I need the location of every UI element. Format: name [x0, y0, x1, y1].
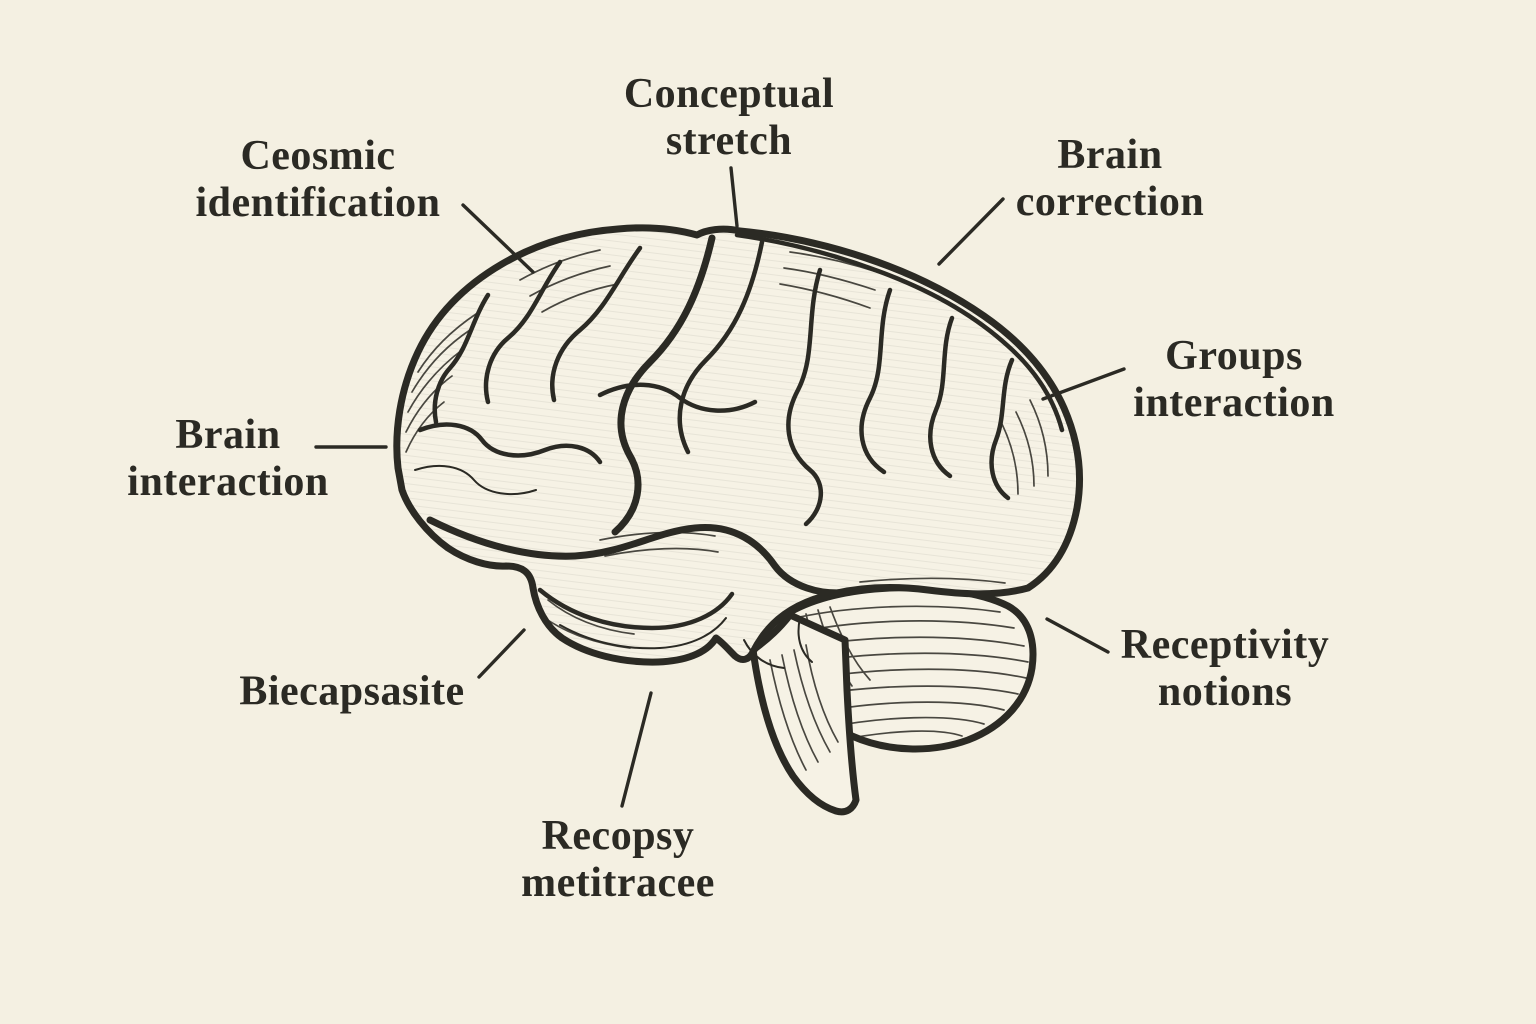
label-brain-correction: Brain correction: [1015, 132, 1205, 225]
leader-line-brain-correction: [937, 197, 1005, 266]
cerebrum: [393, 224, 1083, 669]
label-conceptual-stretch: Conceptual stretch: [623, 71, 835, 164]
leader-line-groups-interaction: [1041, 367, 1126, 401]
label-recopsy-metitracee: Recopsy metitracee: [521, 813, 715, 906]
leader-line-biecapsasite: [477, 628, 526, 679]
brain-stem: [749, 611, 860, 816]
label-groups-interaction: Groups interaction: [1133, 333, 1335, 426]
leader-line-receptivity-notions: [1045, 617, 1110, 654]
label-brain-interaction: Brain interaction: [127, 412, 329, 505]
leader-lines: [314, 166, 1126, 808]
label-ceosmic-identification: Ceosmic identification: [195, 133, 441, 226]
leader-line-recopsy-metitracee: [620, 691, 653, 808]
hatching: [405, 249, 1049, 649]
leader-line-conceptual-stretch: [729, 166, 739, 228]
leader-line-ceosmic-identification: [461, 203, 535, 274]
label-biecapsasite: Biecapsasite: [239, 668, 465, 715]
label-receptivity-notions: Receptivity notions: [1120, 622, 1330, 715]
